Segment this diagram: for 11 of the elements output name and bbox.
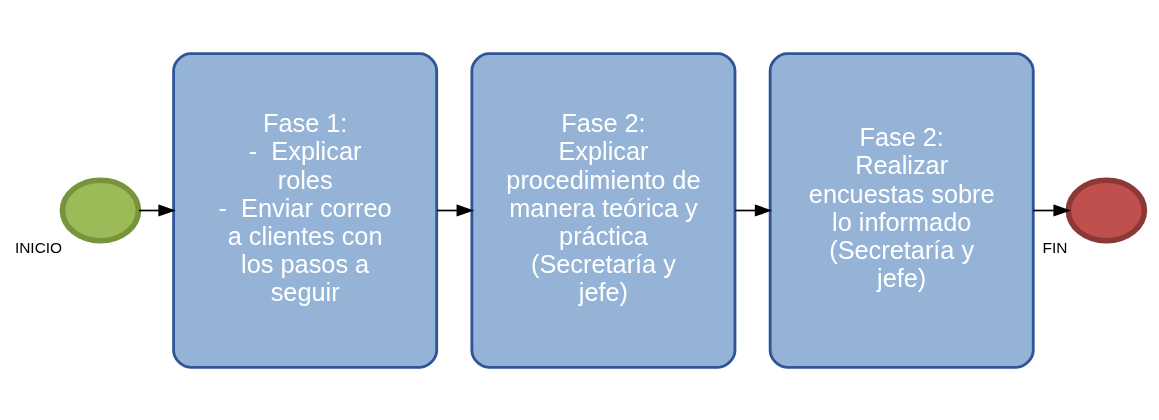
node-box: Fase 1: - Explicar roles - Enviar correo a clientes con los pasos a seguir <box>172 51 439 369</box>
node-label: INICIO <box>14 238 63 256</box>
arrow <box>1032 203 1071 217</box>
node-circle <box>59 176 142 244</box>
arrow <box>138 203 176 217</box>
node-label: FIN <box>1042 238 1068 256</box>
arrow <box>734 203 773 217</box>
node-box: Fase 2: Explicar procedimiento de manera teórica y práctica (Secretaría y jefe) <box>470 51 737 369</box>
arrow <box>436 203 474 217</box>
node-circle <box>1065 176 1148 244</box>
node-box: Fase 2: Realizar encuestas sobre lo informado (Secretaría y jefe) <box>768 51 1035 369</box>
